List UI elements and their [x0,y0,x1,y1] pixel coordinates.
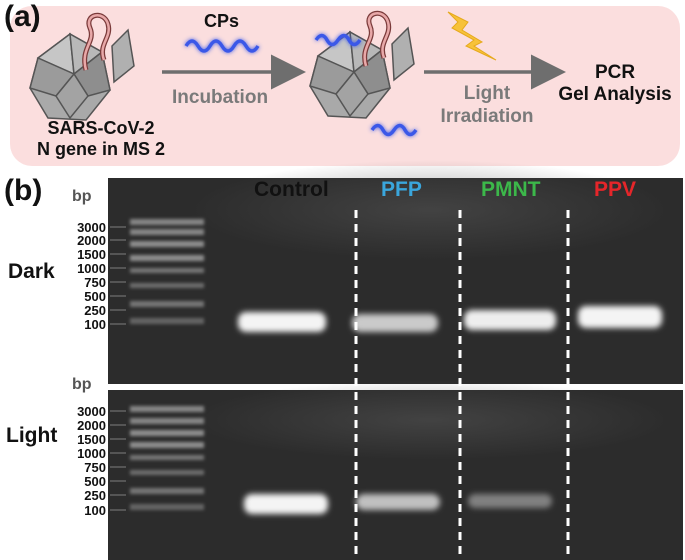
ladder-value: 250 [84,488,106,503]
lane-header-pfp: PFP [381,178,422,201]
lane-header-pmnt: PMNT [481,178,541,201]
light-label-line-2: Irradiation [440,106,534,127]
lane-dividers [354,210,570,560]
ladder-value: 1000 [77,446,106,461]
light-label-line-1: Light [463,83,511,104]
bp-label-top: bp [72,188,92,205]
ladder-value: 2000 [77,233,106,248]
band-control-light [244,494,328,514]
ms2-capsid-with-cp-icon [309,10,418,137]
virus-label-line-2: N gene in MS 2 [36,139,166,159]
band-pfp-light [356,494,440,510]
ladder-value: 1500 [77,432,106,447]
result-label-line-1: PCR [594,62,636,83]
band-ppv-dark [578,306,662,328]
ladder-value: 100 [84,503,106,518]
cps-label: CPs [204,11,240,31]
sample-bands-light [244,494,552,514]
ladder-value: 750 [84,460,106,475]
ladder-value: 3000 [77,404,106,419]
ladder-bands-dark [130,219,204,324]
ladder-value: 3000 [77,220,106,235]
rna-strand-icon [82,12,112,71]
panel-a-label: (a) [4,0,41,33]
incubation-label: Incubation [172,87,269,108]
pcr-gel-label: PCR Gel Analysis [550,62,680,106]
ladder-bands-light [130,406,204,510]
lightning-icon [447,11,497,61]
row-label-light: Light [6,424,58,447]
panel-b-label: (b) [4,174,43,207]
lane-header-control: Control [254,178,329,201]
ladder-value: 1000 [77,261,106,276]
ladder-value: 250 [84,303,106,318]
ladder-value: 500 [84,474,106,489]
ladder-value: 100 [84,317,106,332]
ladder-value: 750 [84,275,106,290]
schematic-drawing [29,10,566,137]
virus-label: SARS-CoV-2 N gene in MS 2 [32,118,170,160]
light-irradiation-label: Light Irradiation [432,82,542,128]
result-label-line-2: Gel Analysis [558,84,672,105]
ms2-capsid-icon [29,28,135,121]
row-label-dark: Dark [8,260,55,283]
virus-label-line-1: SARS-CoV-2 [47,118,155,138]
band-control-dark [238,312,326,332]
band-pmnt-light [468,494,552,508]
band-pfp-dark [352,314,438,332]
bp-label-bottom: bp [72,376,92,393]
lane-header-ppv: PPV [594,178,637,201]
ladder-value: 500 [84,289,106,304]
ladder-value: 2000 [77,418,106,433]
sample-bands-dark [238,306,662,332]
ladder-ticks [110,226,126,511]
band-pmnt-dark [464,310,556,330]
ladder-value: 1500 [77,247,106,262]
cp-polymer-icon [184,39,260,53]
